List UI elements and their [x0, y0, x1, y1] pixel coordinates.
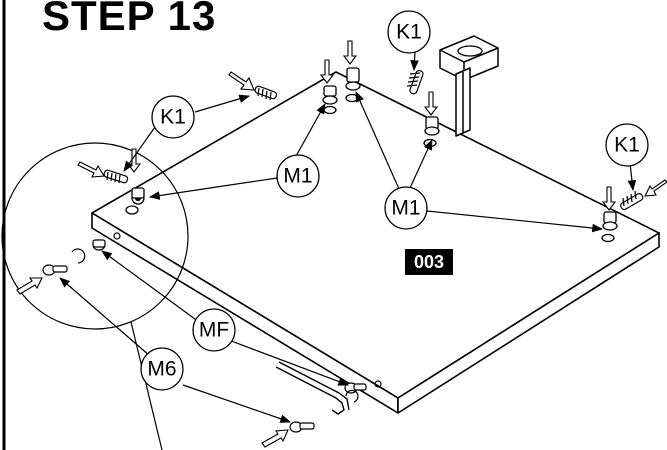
callout-m6: M6: [140, 347, 184, 391]
callout-mf: MF: [192, 308, 236, 352]
cam-lock: [345, 67, 361, 103]
step-title: STEP 13: [42, 0, 217, 39]
callout-k1-right: K1: [605, 123, 649, 167]
part-number-label: 003: [405, 249, 453, 275]
cam-lock: [125, 187, 145, 215]
callout-mf-label: MF: [199, 319, 229, 342]
callout-m1-left-label: M1: [283, 165, 312, 188]
cam-bolt: [103, 169, 129, 184]
detail-magnifier: [1, 142, 189, 330]
callout-k1-top: K1: [387, 10, 431, 54]
screw: [289, 421, 315, 433]
edge-hole: [374, 380, 382, 388]
leader-lines: [59, 51, 637, 423]
edge-hole: [113, 232, 121, 240]
callout-m1-left: M1: [276, 154, 320, 198]
cam-bolt: [406, 69, 424, 95]
callout-k1-right-label: K1: [614, 134, 640, 157]
cam-bolt: [254, 85, 278, 101]
board-panel: [91, 71, 660, 414]
callout-k1-left: K1: [151, 95, 195, 139]
callout-m1-center: M1: [384, 186, 428, 230]
callout-k1-left-label: K1: [160, 106, 186, 129]
cam-lock: [322, 85, 338, 115]
cam-lock: [601, 211, 618, 243]
cam-bolt: [620, 190, 644, 211]
dowel-fitting: [71, 239, 106, 264]
insert-arrow: [16, 40, 667, 448]
callout-k1-top-label: K1: [396, 21, 422, 44]
callout-m6-label: M6: [147, 358, 176, 381]
side-panel: [439, 35, 499, 137]
callout-m1-center-label: M1: [391, 197, 420, 220]
side-panel-slot: [457, 45, 483, 57]
hex-key: [275, 361, 350, 415]
screw: [42, 264, 68, 276]
